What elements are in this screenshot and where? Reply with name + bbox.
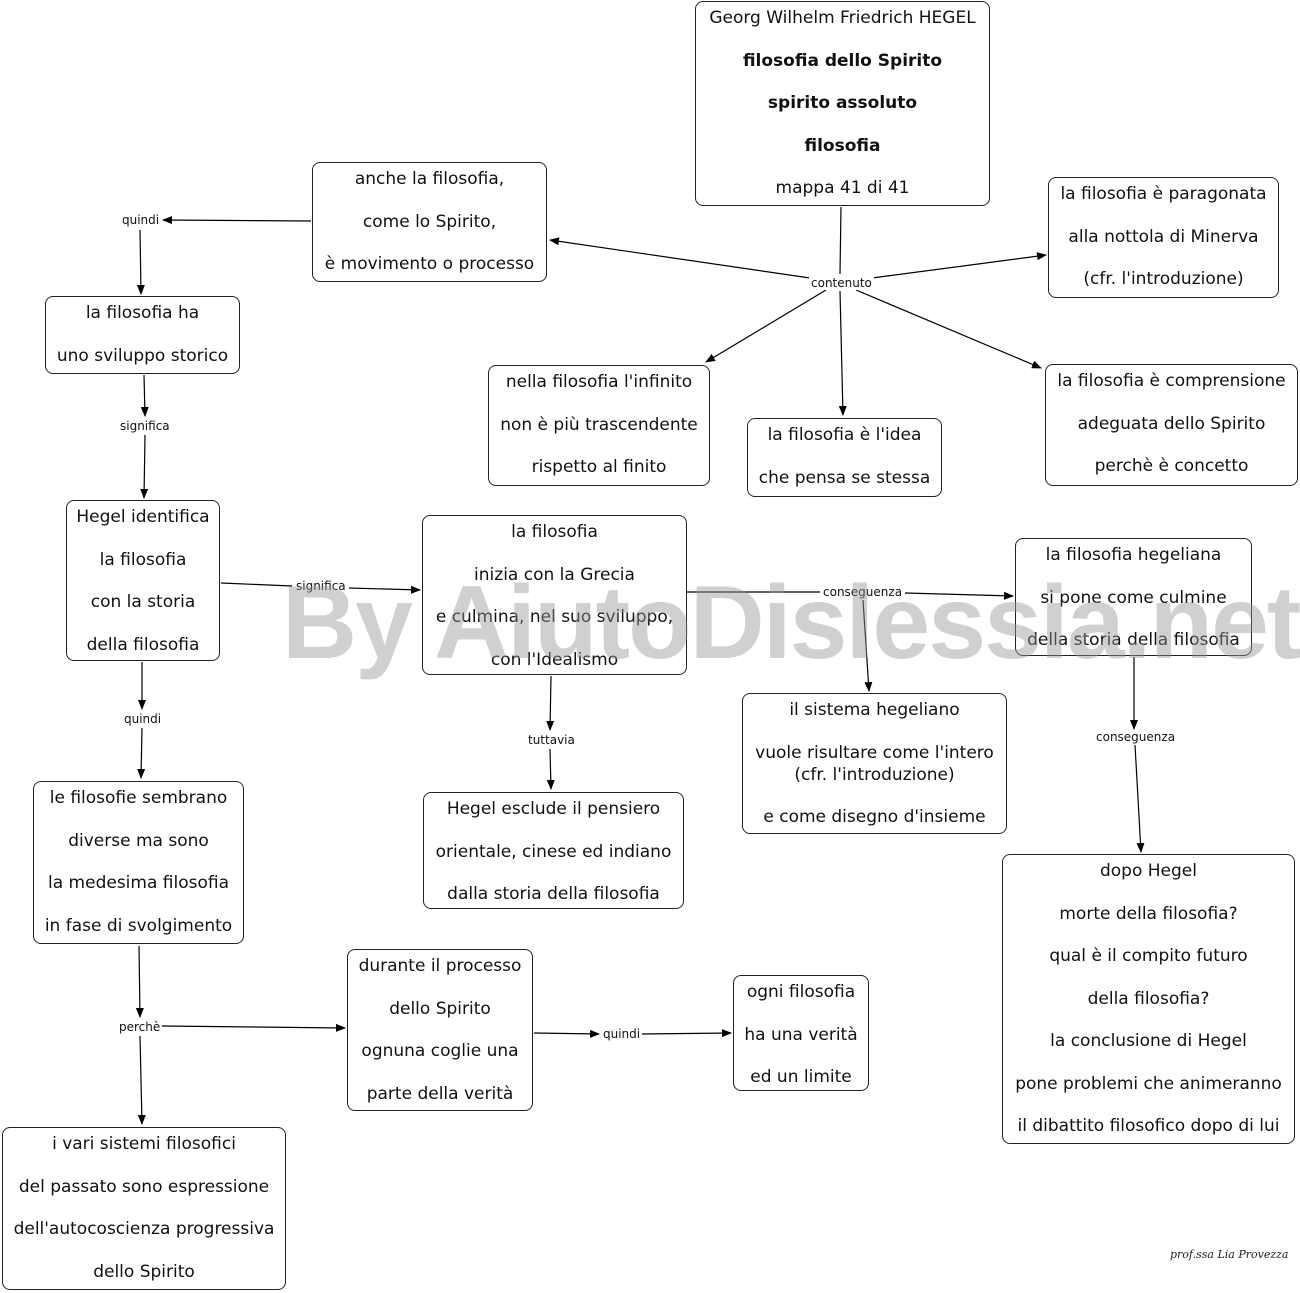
edge-contenuto-infinito xyxy=(705,289,827,363)
node-sistemi: i vari sistemi filosofici del passato so… xyxy=(2,1127,286,1290)
label-conseguenza-1: conseguenza xyxy=(821,585,905,599)
label-perche: perchè xyxy=(117,1020,163,1034)
edge-contenuto-idea xyxy=(838,290,847,416)
edge-contenuto-movimento xyxy=(549,237,811,279)
edge-title-contenuto xyxy=(839,206,842,275)
node-nottola: la filosofia è paragonata alla nottola d… xyxy=(1048,177,1279,298)
title-subtopic: filosofia xyxy=(804,135,881,156)
title-subject: filosofia dello Spirito xyxy=(742,50,943,71)
label-quindi-top: quindi xyxy=(120,213,162,227)
label-significa-2: significa xyxy=(294,579,348,593)
label-contenuto: contenuto xyxy=(809,276,874,290)
node-infinito: nella filosofia l'infinito non è più tra… xyxy=(488,365,710,486)
edge-contenuto-nottola xyxy=(871,252,1047,279)
edge-grecia-tuttavia xyxy=(546,675,555,731)
node-esclude: Hegel esclude il pensiero orientale, cin… xyxy=(423,792,684,909)
edge-processo-quindi xyxy=(533,1029,600,1038)
title-topic: spirito assoluto xyxy=(767,93,918,113)
node-dopo-hegel: dopo Hegel morte della filosofia? qual è… xyxy=(1002,854,1295,1144)
title-author: Georg Wilhelm Friedrich HEGEL xyxy=(709,8,976,28)
node-processo: durante il processo dello Spirito ognuna… xyxy=(347,949,533,1111)
node-identifica: Hegel identifica la filosofia con la sto… xyxy=(66,500,220,661)
edge-quindi-verita xyxy=(641,1029,732,1038)
label-significa-1: significa xyxy=(118,419,172,433)
edge-quindi-sviluppo xyxy=(136,229,145,295)
edge-quindi-sembrano xyxy=(137,727,146,779)
edge-identifica-significa xyxy=(220,582,293,587)
title-map-number: mappa 41 di 41 xyxy=(775,178,910,198)
edge-conseguenza-sistema xyxy=(862,599,873,692)
label-quindi-mid: quindi xyxy=(122,712,164,726)
label-tuttavia: tuttavia xyxy=(526,733,577,747)
label-quindi-bottom: quindi xyxy=(601,1027,643,1041)
node-comprensione: la filosofia è comprensione adeguata del… xyxy=(1045,364,1298,486)
edge-sembrano-perche xyxy=(135,945,144,1018)
node-grecia: la filosofia inizia con la Grecia e culm… xyxy=(422,515,687,675)
edge-movimento-quindi xyxy=(162,216,312,225)
node-hegeliana: la filosofia hegeliana si pone come culm… xyxy=(1015,538,1252,656)
node-sembrano: le filosofie sembrano diverse ma sono la… xyxy=(33,781,244,944)
node-idea: la filosofia è l'idea che pensa se stess… xyxy=(747,418,942,497)
edge-conseguenza-hegeliana xyxy=(904,591,1014,600)
node-sistema: il sistema hegeliano vuole risultare com… xyxy=(742,693,1007,834)
edge-perche-processo xyxy=(161,1023,346,1032)
label-conseguenza-2: conseguenza xyxy=(1094,730,1178,744)
edge-perche-sistemi xyxy=(137,1035,146,1125)
title-box: Georg Wilhelm Friedrich HEGEL filosofia … xyxy=(695,1,990,206)
edge-contenuto-comprensione xyxy=(855,289,1042,369)
node-movimento: anche la filosofia, come lo Spirito, è m… xyxy=(312,162,547,282)
edge-tuttavia-esclude xyxy=(546,748,555,790)
edge-significa-grecia xyxy=(348,585,421,594)
edge-significa-identifica xyxy=(140,434,149,499)
edge-conseguenza-dopo xyxy=(1134,744,1145,853)
node-verita: ogni filosofia ha una verità ed un limit… xyxy=(733,975,869,1091)
author-signature: prof.ssa Lia Provezza xyxy=(1170,1248,1289,1261)
edge-sviluppo-significa xyxy=(140,374,149,417)
node-sviluppo: la filosofia ha uno sviluppo storico xyxy=(45,296,240,374)
